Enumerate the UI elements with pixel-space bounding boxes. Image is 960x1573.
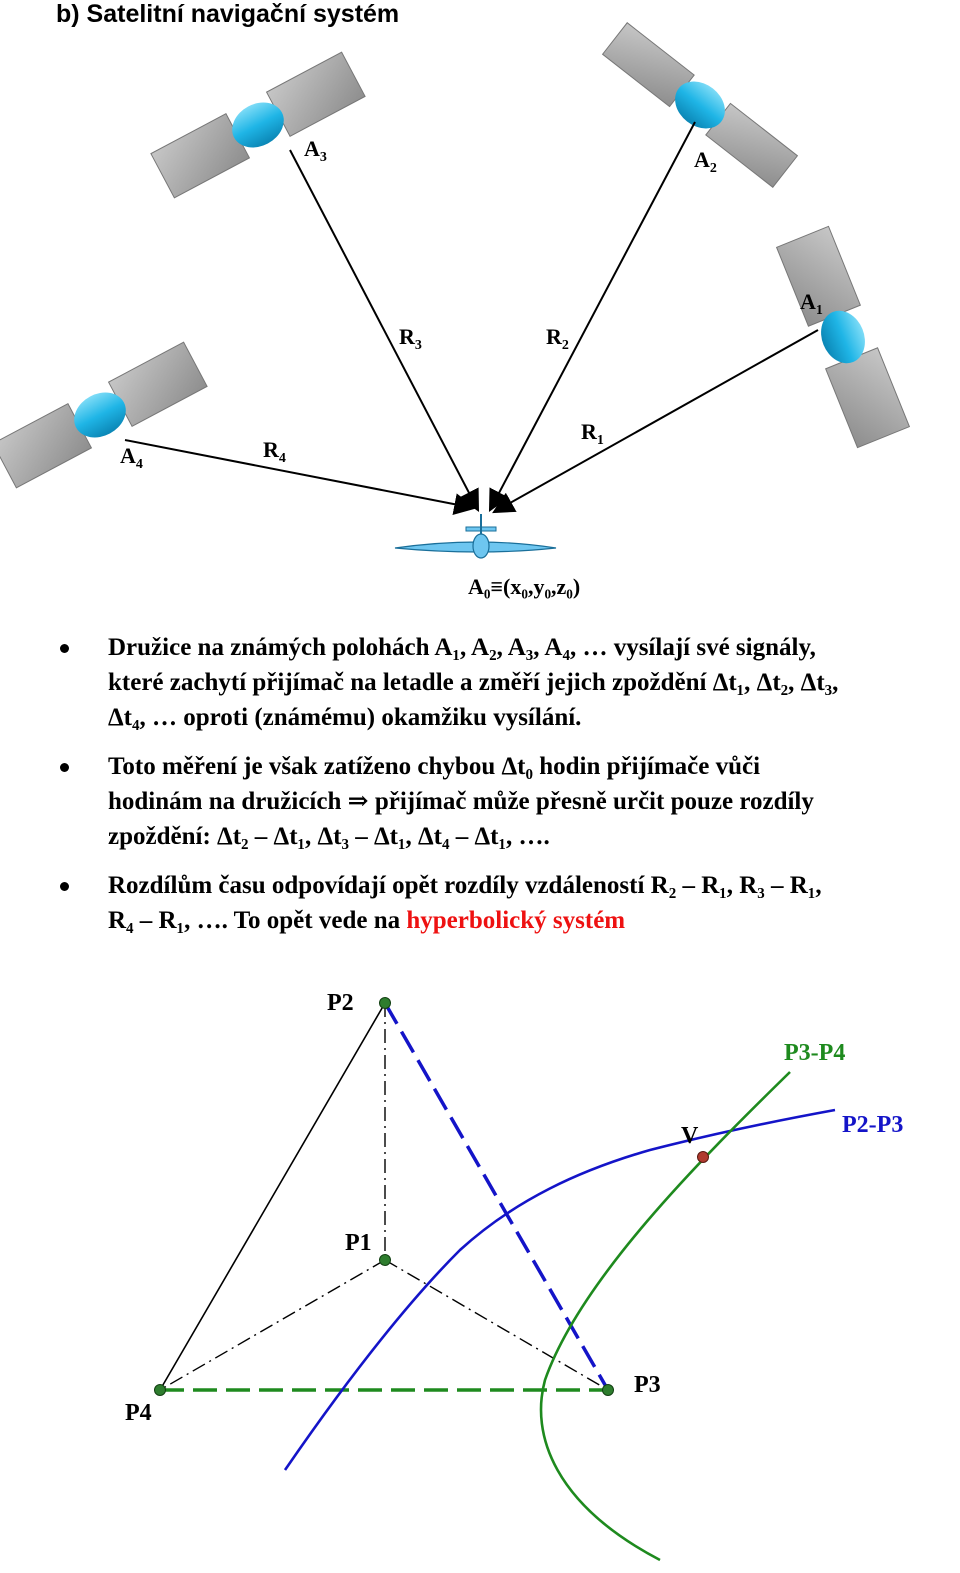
bullet-item-2: Toto měření je však zatíženo chybou Δt₀ … <box>60 749 950 854</box>
highlight-hyperbolic-system: hyperbolický systém <box>406 907 626 934</box>
label-p4: P4 <box>125 1400 152 1426</box>
label-v: V <box>681 1123 699 1149</box>
label-a1: A1 <box>800 289 823 318</box>
bullet-item-3: Rozdílům času odpovídají opět rozdíly vz… <box>60 868 950 938</box>
satellite-a3-icon <box>150 51 366 199</box>
section-heading: b) Satelitní navigační systém <box>56 0 400 28</box>
label-receiver-a0: A₀≡(x₀,y₀,z₀) <box>468 574 580 599</box>
bullet-item-1: Družice na známých polohách A₁, A₂, A₃, … <box>60 630 950 735</box>
label-p1: P1 <box>345 1230 372 1256</box>
label-p3: P3 <box>634 1372 661 1398</box>
satellite-a2-icon <box>601 22 799 188</box>
point-p1 <box>379 1254 391 1266</box>
label-curve-p3-p4: P3-P4 <box>784 1040 845 1066</box>
edge-p4-p2 <box>159 1002 386 1391</box>
airplane-icon <box>394 514 557 559</box>
satellite-a4-icon <box>0 341 208 489</box>
bullet-dot-icon <box>60 644 69 653</box>
edge-p2-p3 <box>383 1002 610 1391</box>
label-curve-p2-p3: P2-P3 <box>842 1112 903 1138</box>
bullet-dot-icon <box>60 882 69 891</box>
bullet-dot-icon <box>60 763 69 772</box>
range-line-r1 <box>492 329 819 514</box>
range-line-r3 <box>289 149 480 512</box>
label-r4: R4 <box>263 437 286 466</box>
edge-p1-p3 <box>384 1259 609 1391</box>
point-p3 <box>602 1384 614 1396</box>
satellite-diagram: A1 A2 A3 A4 R1 R2 R3 R4 A₀≡(x₀,y₀,z₀) <box>0 22 911 599</box>
edge-p1-p4 <box>159 1259 386 1391</box>
point-p2 <box>379 997 391 1009</box>
label-p2: P2 <box>327 990 354 1016</box>
curve-p2-p3 <box>283 1108 836 1471</box>
point-p4 <box>154 1384 166 1396</box>
curve-p3-p4 <box>539 1071 791 1562</box>
range-line-r4 <box>124 439 477 516</box>
point-v <box>697 1151 709 1163</box>
label-r1: R1 <box>581 419 604 448</box>
hyperbolic-diagram: P2 P1 P4 P3 V P3-P4 P2-P3 <box>125 990 903 1562</box>
label-r2: R2 <box>546 324 569 353</box>
range-line-r2 <box>488 121 696 512</box>
label-a3: A3 <box>304 136 327 165</box>
satellite-a1-icon <box>775 225 911 449</box>
bullet-list: Družice na známých polohách A₁, A₂, A₃, … <box>60 630 950 952</box>
label-a4: A4 <box>120 443 143 472</box>
label-r3: R3 <box>399 324 422 353</box>
label-a2: A2 <box>694 147 717 176</box>
